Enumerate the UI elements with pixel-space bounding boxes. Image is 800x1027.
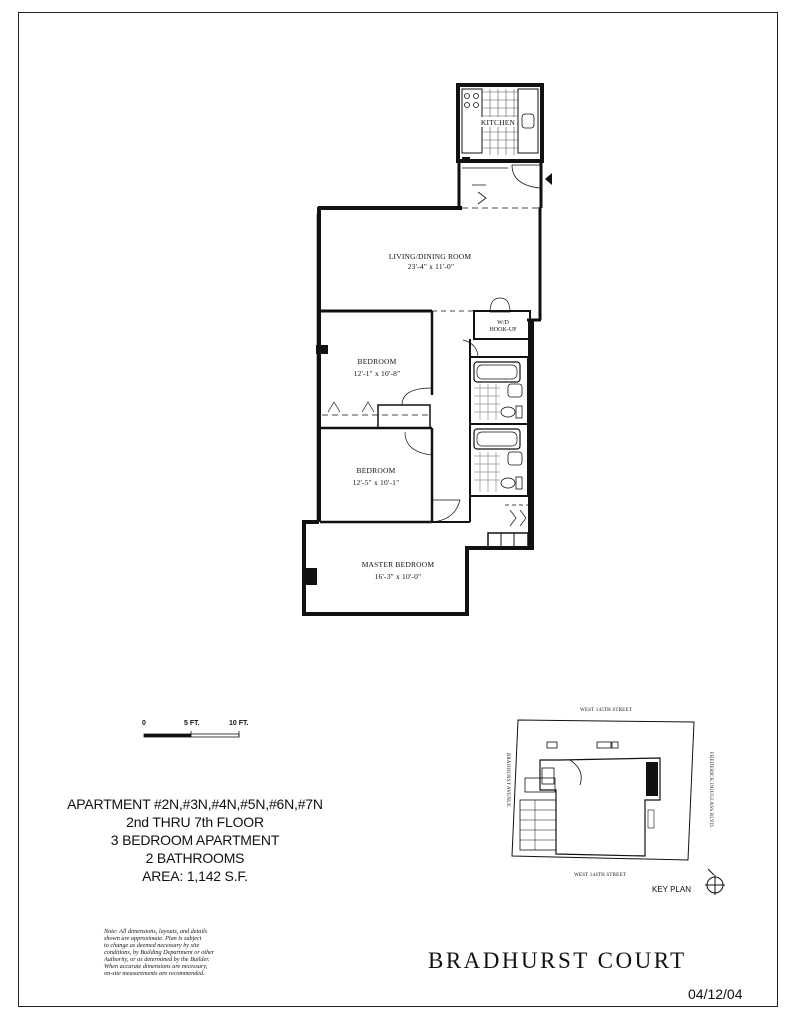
kitchen-block: KITCHEN	[456, 83, 544, 163]
master-bedroom-label: MASTER BEDROOM	[362, 560, 435, 569]
building-name: BRADHURST COURT	[428, 948, 687, 973]
disclaimer-note: Note: All dimensions, layouts, and detai…	[104, 928, 279, 977]
note-line: When accurate dimensions are necessary,	[104, 963, 208, 970]
bedroom-1-dimensions: 12'-1" x 10'-8"	[354, 369, 401, 378]
master-bedroom-dimensions: 16'-3" x 10'-0"	[375, 572, 422, 581]
apartment-info: APARTMENT #2N,#3N,#4N,#5N,#6N,#7N 2nd TH…	[30, 795, 360, 885]
entry-corridor	[457, 161, 543, 209]
apartment-units: APARTMENT #2N,#3N,#4N,#5N,#6N,#7N	[67, 796, 323, 812]
note-line: conditions, by Building Department or ot…	[104, 949, 215, 956]
bedroom-2-label: BEDROOM	[357, 466, 396, 475]
bedroom-2-dimensions: 12'-5" x 10'-1"	[353, 478, 400, 487]
note-line: shown are approximate. Plan is subject	[104, 935, 202, 942]
apartment-floors: 2nd THRU 7th FLOOR	[126, 814, 264, 830]
scale-five: 5 FT.	[184, 720, 200, 727]
note-line: Authority, or as determined by the Build…	[104, 956, 210, 963]
living-dining-dimensions: 23'-4" x 11'-0"	[408, 262, 455, 271]
plan-date: 04/12/04	[688, 986, 743, 1002]
apartment-type: 3 BEDROOM APARTMENT	[110, 832, 280, 848]
main-walls	[302, 206, 542, 616]
street-east-label: FREDERICK DOUGLASS BLVD.	[708, 752, 713, 828]
note-line: on-site measurements are recommended.	[104, 970, 205, 977]
living-dining-label: LIVING/DINING ROOM	[389, 252, 472, 261]
scale-bar	[143, 731, 240, 738]
key-plan-label: KEY PLAN	[652, 885, 691, 894]
kitchen-label: KITCHEN	[481, 118, 516, 127]
master-bedroom-walls	[432, 500, 529, 548]
bathroom-1	[469, 356, 529, 425]
key-plan-map	[511, 719, 695, 861]
wd-label: W/D	[497, 320, 509, 326]
note-line: to change as deemed necessary by site	[104, 942, 200, 949]
north-compass-icon	[705, 868, 725, 895]
bedroom-1-label: BEDROOM	[358, 357, 397, 366]
scale-labels: 0 5 FT. 10 FT.	[140, 720, 260, 732]
wd-hookup-label: HOOK-UP	[490, 327, 518, 333]
street-north-label: WEST 145TH STREET	[580, 708, 632, 713]
apartment-area: AREA: 1,142 S.F.	[142, 868, 248, 884]
sheet-border	[18, 12, 778, 1007]
street-west-label: BRADHURST AVENUE	[505, 753, 510, 807]
street-south-label: WEST 144TH STREET	[574, 873, 626, 878]
note-line: Note: All dimensions, layouts, and detai…	[104, 928, 208, 935]
bedroom-1-walls	[320, 311, 434, 430]
bathroom-2	[469, 423, 529, 497]
scale-zero: 0	[142, 720, 146, 727]
entry-arrow-icon	[545, 173, 552, 185]
apartment-baths: 2 BATHROOMS	[145, 850, 245, 866]
bedroom-2-walls	[320, 428, 461, 524]
scale-ten: 10 FT.	[229, 720, 249, 727]
